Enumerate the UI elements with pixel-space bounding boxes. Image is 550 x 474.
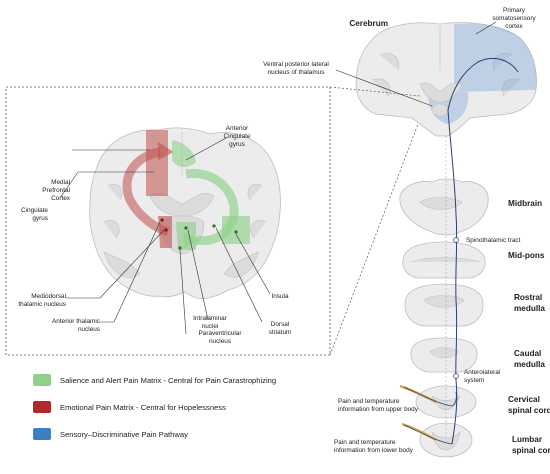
caudal-medulla-label-1: Caudal bbox=[514, 349, 541, 358]
midbrain-detail bbox=[419, 197, 463, 210]
vpl-label-1: Ventral posterior lateral bbox=[263, 61, 329, 68]
caudal-medulla-detail bbox=[429, 347, 459, 359]
lumbar-label-1: Lumbar bbox=[512, 435, 543, 444]
paraventricular-label-2: nucleus bbox=[209, 338, 231, 345]
paraventricular-marker bbox=[178, 246, 182, 250]
spinothalamic-marker bbox=[453, 237, 459, 243]
coronal-ventricles bbox=[149, 193, 215, 217]
somatosensory-leader bbox=[475, 21, 497, 35]
legend: Salience and Alert Pain Matrix - Central… bbox=[33, 374, 276, 440]
left-temporal-lobe bbox=[103, 251, 141, 278]
anterolateral-label-2: system bbox=[464, 377, 484, 384]
mpfc-label-1: Medial bbox=[51, 179, 70, 186]
legend-label-salience: Salience and Alert Pain Matrix - Central… bbox=[60, 376, 276, 385]
legend-label-emotional: Emotional Pain Matrix - Central for Hope… bbox=[60, 403, 226, 412]
rostral-medulla-label-1: Rostral bbox=[514, 293, 542, 302]
midbrain-label: Midbrain bbox=[508, 199, 542, 208]
emotional-thalamus-region bbox=[158, 216, 172, 248]
vpl-leader bbox=[335, 69, 433, 107]
legend-swatch-sensory bbox=[33, 428, 51, 440]
somatosensory-projection bbox=[447, 57, 519, 111]
cervical-label-2: spinal cord bbox=[508, 406, 550, 415]
lower-body-nerve-fiber bbox=[403, 424, 453, 445]
coronal-section: Anterior Cingulate gyrus Medial Prefront… bbox=[18, 125, 291, 345]
mid-pons-detail bbox=[409, 257, 481, 263]
paraventricular-label-1: Paraventricular bbox=[199, 330, 243, 337]
cingulate-label-1: Cingulate bbox=[21, 207, 48, 214]
upper-body-label-2: information from upper body bbox=[338, 406, 419, 413]
somatosensory-region bbox=[454, 23, 537, 92]
spinothalamic-label: Spinothalamic tract bbox=[466, 237, 521, 244]
upper-body-label-1: Pain and temperature bbox=[338, 398, 400, 405]
acc-label-3: gyrus bbox=[229, 141, 245, 148]
brainstem-sections: Midbrain Spinothalamic tract Mid-pons Ro… bbox=[334, 57, 550, 458]
mediodorsal-label-2: thalamic nucleus bbox=[18, 301, 66, 308]
mediodorsal-leader bbox=[66, 229, 165, 299]
acc-label-1: Anterior bbox=[226, 125, 249, 132]
emotional-arrow bbox=[158, 142, 174, 160]
zoom-connector-bottom bbox=[329, 123, 419, 356]
emotional-mpfc-region bbox=[146, 130, 168, 196]
intralaminar-marker bbox=[184, 226, 188, 230]
cingulate-label-2: gyrus bbox=[32, 215, 48, 222]
upper-body-nerve-fiber bbox=[403, 386, 457, 407]
primary-somatosensory-label-3: cortex bbox=[505, 23, 523, 30]
zoom-frame bbox=[5, 86, 331, 356]
mid-pons-label: Mid-pons bbox=[508, 251, 545, 260]
paraventricular-leader bbox=[179, 249, 187, 335]
salience-arc bbox=[185, 168, 239, 246]
striatum-label-2: striatum bbox=[269, 329, 292, 336]
rostral-medulla-label-2: medulla bbox=[514, 304, 545, 313]
legend-label-sensory: Sensory–Discriminative Pain Pathway bbox=[60, 430, 188, 439]
intralaminar-label-2: nuclei bbox=[202, 323, 219, 330]
striatum-label-1: Dorsal bbox=[271, 321, 289, 328]
anterolateral-label-1: Anterolateral bbox=[464, 369, 500, 376]
insula-marker bbox=[234, 230, 238, 234]
striatum-leader bbox=[215, 227, 263, 323]
mediodorsal-marker bbox=[164, 228, 168, 232]
cerebrum-label: Cerebrum bbox=[349, 19, 388, 28]
primary-somatosensory-label-1: Primary bbox=[503, 7, 526, 14]
anterior-thalamic-marker bbox=[160, 218, 164, 222]
emotional-cingulate-arc bbox=[122, 147, 170, 237]
salience-arrow bbox=[184, 232, 200, 248]
coronal-sulci bbox=[103, 132, 267, 239]
zoom-connector-top bbox=[329, 86, 421, 97]
primary-somatosensory-label-2: somatosensory bbox=[492, 15, 536, 22]
anterior-thalamic-leader bbox=[100, 221, 161, 323]
insula-leader bbox=[235, 233, 271, 295]
cingulate-leader bbox=[59, 171, 154, 199]
cervical-label-1: Cervical bbox=[508, 395, 540, 404]
intralaminar-leader bbox=[187, 229, 209, 321]
striatum-marker bbox=[212, 224, 216, 228]
salience-insula-region bbox=[222, 216, 250, 244]
insula-label: Insula bbox=[271, 293, 288, 300]
cerebrum-outline bbox=[355, 22, 537, 137]
anterolateral-marker bbox=[453, 373, 459, 379]
legend-swatch-salience bbox=[33, 374, 51, 386]
legend-swatch-emotional bbox=[33, 401, 51, 413]
mpfc-label-3: Cortex bbox=[51, 195, 71, 202]
cerebrum-section: Cerebrum Primary somatosensory cortex Ve… bbox=[263, 7, 537, 137]
lower-body-label-1: Pain and temperature bbox=[334, 439, 396, 446]
acc-label-2: Cingulate bbox=[223, 133, 250, 140]
vpl-label-2: nucleus of thalamus bbox=[268, 69, 325, 76]
acc-leader bbox=[185, 137, 227, 161]
intralaminar-label-1: Intralaminar bbox=[193, 315, 228, 322]
anterior-thalamic-label-1: Anterior thalamic bbox=[52, 318, 101, 325]
mpfc-label-2: Prefrontal bbox=[42, 187, 70, 194]
spinothalamic-tract-line bbox=[447, 109, 458, 445]
rostral-medulla-detail bbox=[423, 295, 465, 308]
thalamus-body bbox=[431, 103, 449, 117]
mediodorsal-label-1: Mediodorsal bbox=[31, 293, 66, 300]
lumbar-label-2: spinal cord bbox=[512, 446, 550, 455]
caudal-medulla-label-2: medulla bbox=[514, 360, 545, 369]
anterior-thalamic-label-2: nucleus bbox=[78, 326, 100, 333]
salience-acc-region bbox=[172, 140, 196, 168]
lower-body-label-2: information from lower body bbox=[334, 447, 414, 454]
